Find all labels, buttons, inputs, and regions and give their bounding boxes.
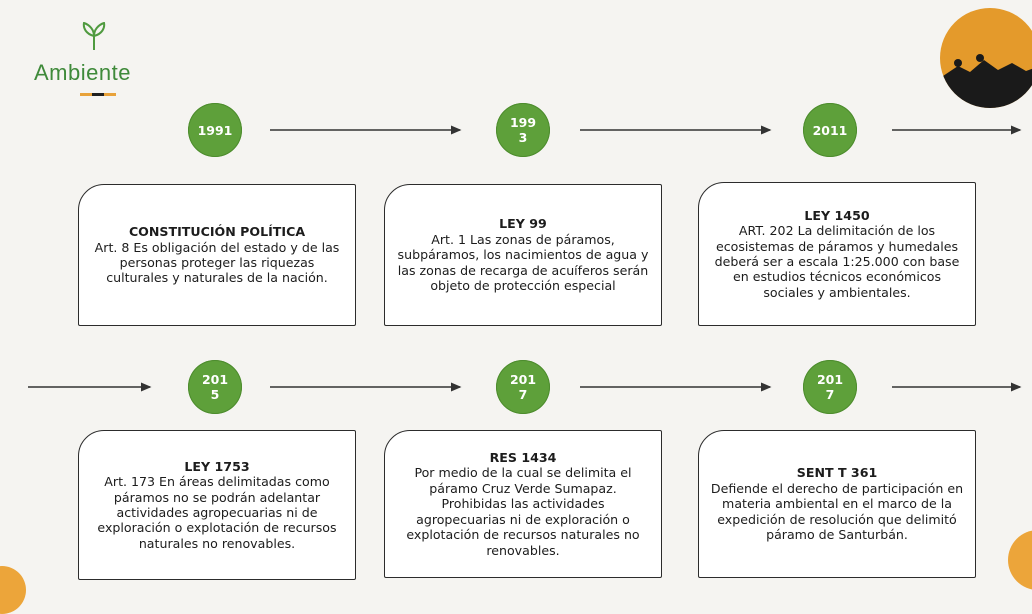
card-title: SENT T 361	[796, 465, 878, 481]
ambiente-logo: Ambiente	[34, 18, 154, 98]
card-text: Por medio de la cual se delimita el pára…	[406, 465, 640, 558]
card-title: CONSTITUCIÓN POLÍTICA	[128, 224, 306, 240]
card-text: ART. 202 La delimitación de los ecosiste…	[714, 223, 960, 300]
timeline-card-ley-1753: LEY 1753 Art. 173 En áreas delimitadas c…	[78, 430, 356, 580]
node-year: 1991	[197, 122, 233, 138]
card-text: Art. 173 En áreas delimitadas como páram…	[97, 474, 337, 551]
timeline-card-constitucion: CONSTITUCIÓN POLÍTICA Art. 8 Es obligaci…	[78, 184, 356, 326]
node-year: 201 5	[201, 372, 229, 402]
node-year: 201 7	[816, 372, 844, 402]
timeline-card-ley-99: LEY 99 Art. 1 Las zonas de páramos, subp…	[384, 184, 662, 326]
node-year: 199 3	[509, 115, 537, 145]
timeline-node-1993: 199 3	[496, 103, 550, 157]
timeline-node-2017-sent: 201 7	[803, 360, 857, 414]
brand-name: Ambiente	[34, 60, 131, 85]
timeline-card-ley-1450: LEY 1450 ART. 202 La delimitación de los…	[698, 182, 976, 326]
brand-color-bar	[80, 93, 116, 96]
timeline-node-1991: 1991	[188, 103, 242, 157]
node-year: 201 7	[509, 372, 537, 402]
brand-bar-segment	[104, 93, 116, 96]
brand-bar-segment	[80, 93, 92, 96]
sprout-icon	[82, 22, 106, 50]
timeline-card-res-1434: RES 1434 Por medio de la cual se delimit…	[384, 430, 662, 578]
timeline-arrows	[28, 125, 1022, 392]
card-text: Art. 8 Es obligación del estado y de las…	[94, 239, 340, 286]
node-year: 2011	[812, 122, 848, 138]
timeline-card-sent-t-361: SENT T 361 Defiende el derecho de partic…	[698, 430, 976, 578]
card-title: LEY 99	[499, 216, 547, 232]
card-text: Art. 1 Las zonas de páramos, subpáramos,…	[397, 231, 649, 294]
card-title: RES 1434	[489, 450, 557, 466]
mountain-silhouette-icon	[940, 54, 1032, 108]
brand-bar-segment	[92, 93, 104, 96]
card-title: LEY 1450	[804, 207, 870, 223]
campaign-badge	[940, 8, 1032, 108]
timeline-node-2011: 2011	[803, 103, 857, 157]
timeline-node-2017-res: 201 7	[496, 360, 550, 414]
timeline-node-2015: 201 5	[188, 360, 242, 414]
card-title: LEY 1753	[184, 458, 250, 474]
card-text: Defiende el derecho de participación en …	[710, 480, 964, 543]
